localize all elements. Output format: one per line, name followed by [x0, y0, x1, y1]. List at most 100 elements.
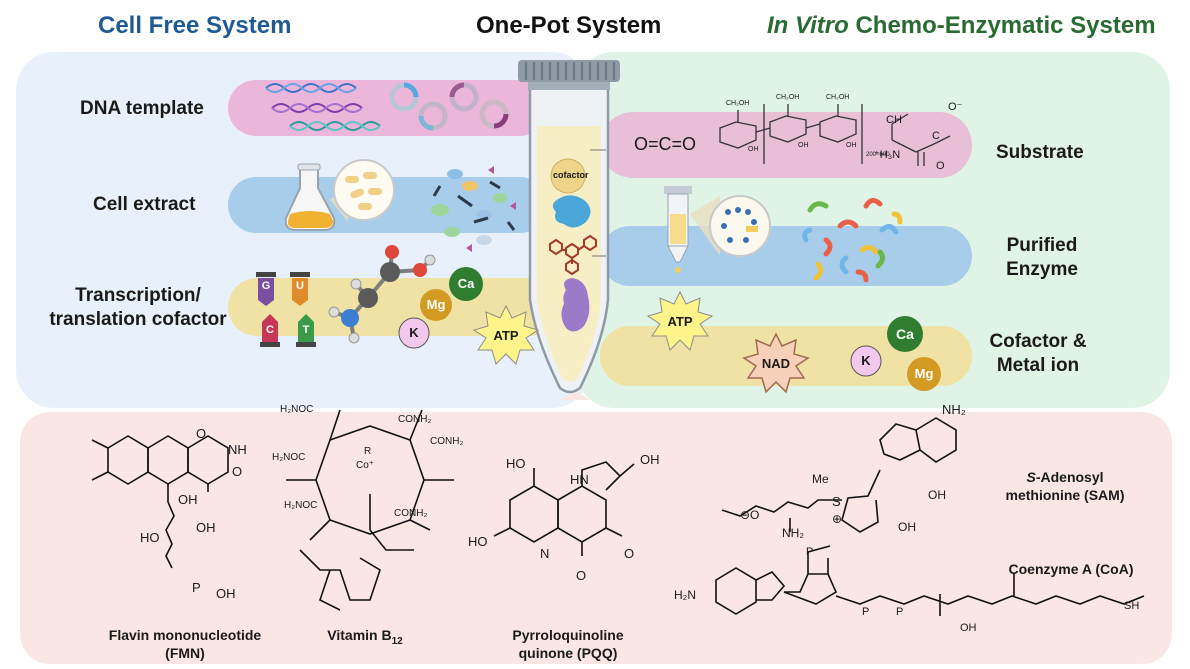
enzyme-band: [600, 226, 972, 286]
dna-helix-icon: [265, 83, 381, 131]
fmn-ho: HO: [140, 530, 160, 545]
k-label-left: K: [409, 325, 419, 340]
cell-debris-icon: [431, 166, 516, 252]
pqq-oh-1: OH: [640, 452, 660, 467]
sam-caption-rest: -Adenosyl: [1035, 469, 1104, 485]
pqq-caption: Pyrroloquinoline quinone (PQQ): [488, 626, 648, 662]
coa-p-1: P: [806, 546, 814, 558]
pqq-ho-2: HO: [468, 534, 488, 549]
sam-structure: [721, 417, 957, 533]
coa-oh: OH: [960, 622, 977, 634]
coa-structure: [715, 545, 1145, 616]
b12-conh2-2: CONH₂: [430, 436, 464, 447]
coa-sh: SH: [1124, 600, 1140, 612]
fmn-caption-line2: (FMN): [165, 645, 205, 661]
b12-structure: [286, 409, 454, 611]
pqq-n: N: [540, 546, 550, 561]
nucleotide-c-label: C: [266, 324, 274, 336]
fmn-nh: NH: [228, 442, 247, 457]
ca-label-right: Ca: [896, 326, 914, 342]
sam-plus: ⊕: [832, 512, 843, 526]
flask-icon: [284, 163, 336, 231]
nucleotide-t-label: T: [302, 324, 310, 336]
sam-ominus: ⊖O: [740, 508, 760, 522]
enzyme-blob-icon: [552, 195, 591, 228]
tube-contents: [549, 149, 606, 332]
cell-free-header: Cell Free System: [98, 12, 292, 39]
small-molecule-icon: [549, 234, 597, 276]
nucleotide-icons: [256, 272, 316, 347]
ch2oh-1: CH₂OH: [726, 100, 750, 107]
amino-o-minus: O⁻: [948, 101, 963, 113]
mg-label-left: Mg: [426, 297, 446, 312]
cofactor-metal-label: Cofactor & Metal ion: [984, 330, 1092, 378]
txtl-line2: translation cofactor: [49, 309, 227, 330]
txtl-cofactor-label: Transcription/ translation cofactor: [38, 284, 238, 332]
cellulose-oh-2: OH: [798, 142, 809, 149]
b12-h2noc-2: H₂NOC: [272, 452, 306, 463]
coa-caption: Coenzyme A (CoA): [1008, 561, 1134, 577]
pqq-hn: HN: [570, 472, 589, 487]
enzyme-line2: Enzyme: [1006, 259, 1078, 280]
chemo-enzymatic-header-rest: Chemo-Enzymatic System: [848, 12, 1156, 39]
b12-caption: Vitamin B12: [310, 626, 420, 651]
b12-h2noc-1: H₂NOC: [280, 404, 314, 415]
coa-p-3: P: [896, 606, 904, 618]
ch2oh-2: CH₂OH: [776, 94, 800, 101]
b12-conh2-3: CONH₂: [394, 508, 428, 519]
amino-o: O: [936, 160, 945, 172]
fmn-oh-3: OH: [216, 586, 236, 601]
b12-caption-sub: 12: [391, 635, 403, 647]
ca-ion-left: [449, 267, 483, 301]
plasmid-icon: [389, 82, 509, 131]
fmn-oh-1: OH: [178, 492, 198, 507]
ca-ion-right: [887, 316, 923, 352]
cellulose-n-range: 200~600: [866, 152, 890, 158]
sam-nh2-2: NH₂: [782, 526, 804, 540]
sam-nh2: NH₂: [942, 402, 966, 417]
mg-label-right: Mg: [914, 366, 934, 381]
coa-p-2: P: [862, 606, 870, 618]
b12-h2noc-3: H₂NOC: [284, 500, 318, 511]
atp-burst-left: [472, 304, 540, 365]
k-ion-right: [850, 345, 882, 377]
b12-r: R: [364, 446, 372, 457]
mg-ion-right: [907, 357, 941, 391]
k-label-right: K: [861, 353, 871, 368]
ribosome-blob-icon: [561, 278, 590, 332]
bacteria-magnified-icon: [330, 159, 395, 222]
txtl-line1: Transcription/: [75, 285, 201, 306]
nucleotide-c: [260, 314, 280, 347]
pqq-o-1: O: [576, 568, 587, 583]
fmn-oh-2: OH: [196, 520, 216, 535]
purified-enzyme-label: Purified Enzyme: [1000, 234, 1084, 282]
fmn-caption: Flavin mononucleotide (FMN): [90, 626, 280, 662]
atp-burst-right: [646, 290, 714, 351]
sam-me: Me: [812, 472, 829, 486]
dna-band: [228, 80, 548, 136]
pqq-structure: [493, 461, 635, 556]
pqq-ho-1: HO: [506, 456, 526, 471]
fmn-structure: [91, 435, 229, 569]
fmn-o-right: O: [232, 464, 243, 479]
ca-label-left: Ca: [457, 276, 475, 291]
one-pot-header: One-Pot System: [476, 12, 662, 39]
enzyme-collection-icon: [802, 198, 903, 283]
cofactor-molecules-panel: [20, 412, 1172, 664]
amino-c: C: [932, 130, 940, 142]
fmn-caption-line1: Flavin mononucleotide: [108, 627, 262, 643]
dna-template-label: DNA template: [80, 98, 204, 119]
ch2oh-3: CH₂OH: [826, 94, 850, 101]
k-ion-left: [398, 317, 430, 349]
pqq-caption-line2: quinone (PQQ): [518, 645, 618, 661]
cell-extract-label: Cell extract: [93, 194, 196, 215]
amino-ch: CH: [886, 114, 902, 126]
substrate-label: Substrate: [996, 142, 1084, 163]
pqq-o-2: O: [624, 546, 635, 561]
chemo-enzymatic-header: In Vitro Chemo-Enzymatic System: [767, 12, 1156, 40]
co2-formula: O=C=O: [634, 134, 697, 154]
sam-caption-line2: methionine (SAM): [1005, 487, 1125, 503]
fmn-o-top: O: [196, 426, 207, 441]
nucleotide-u-label: U: [296, 280, 304, 292]
